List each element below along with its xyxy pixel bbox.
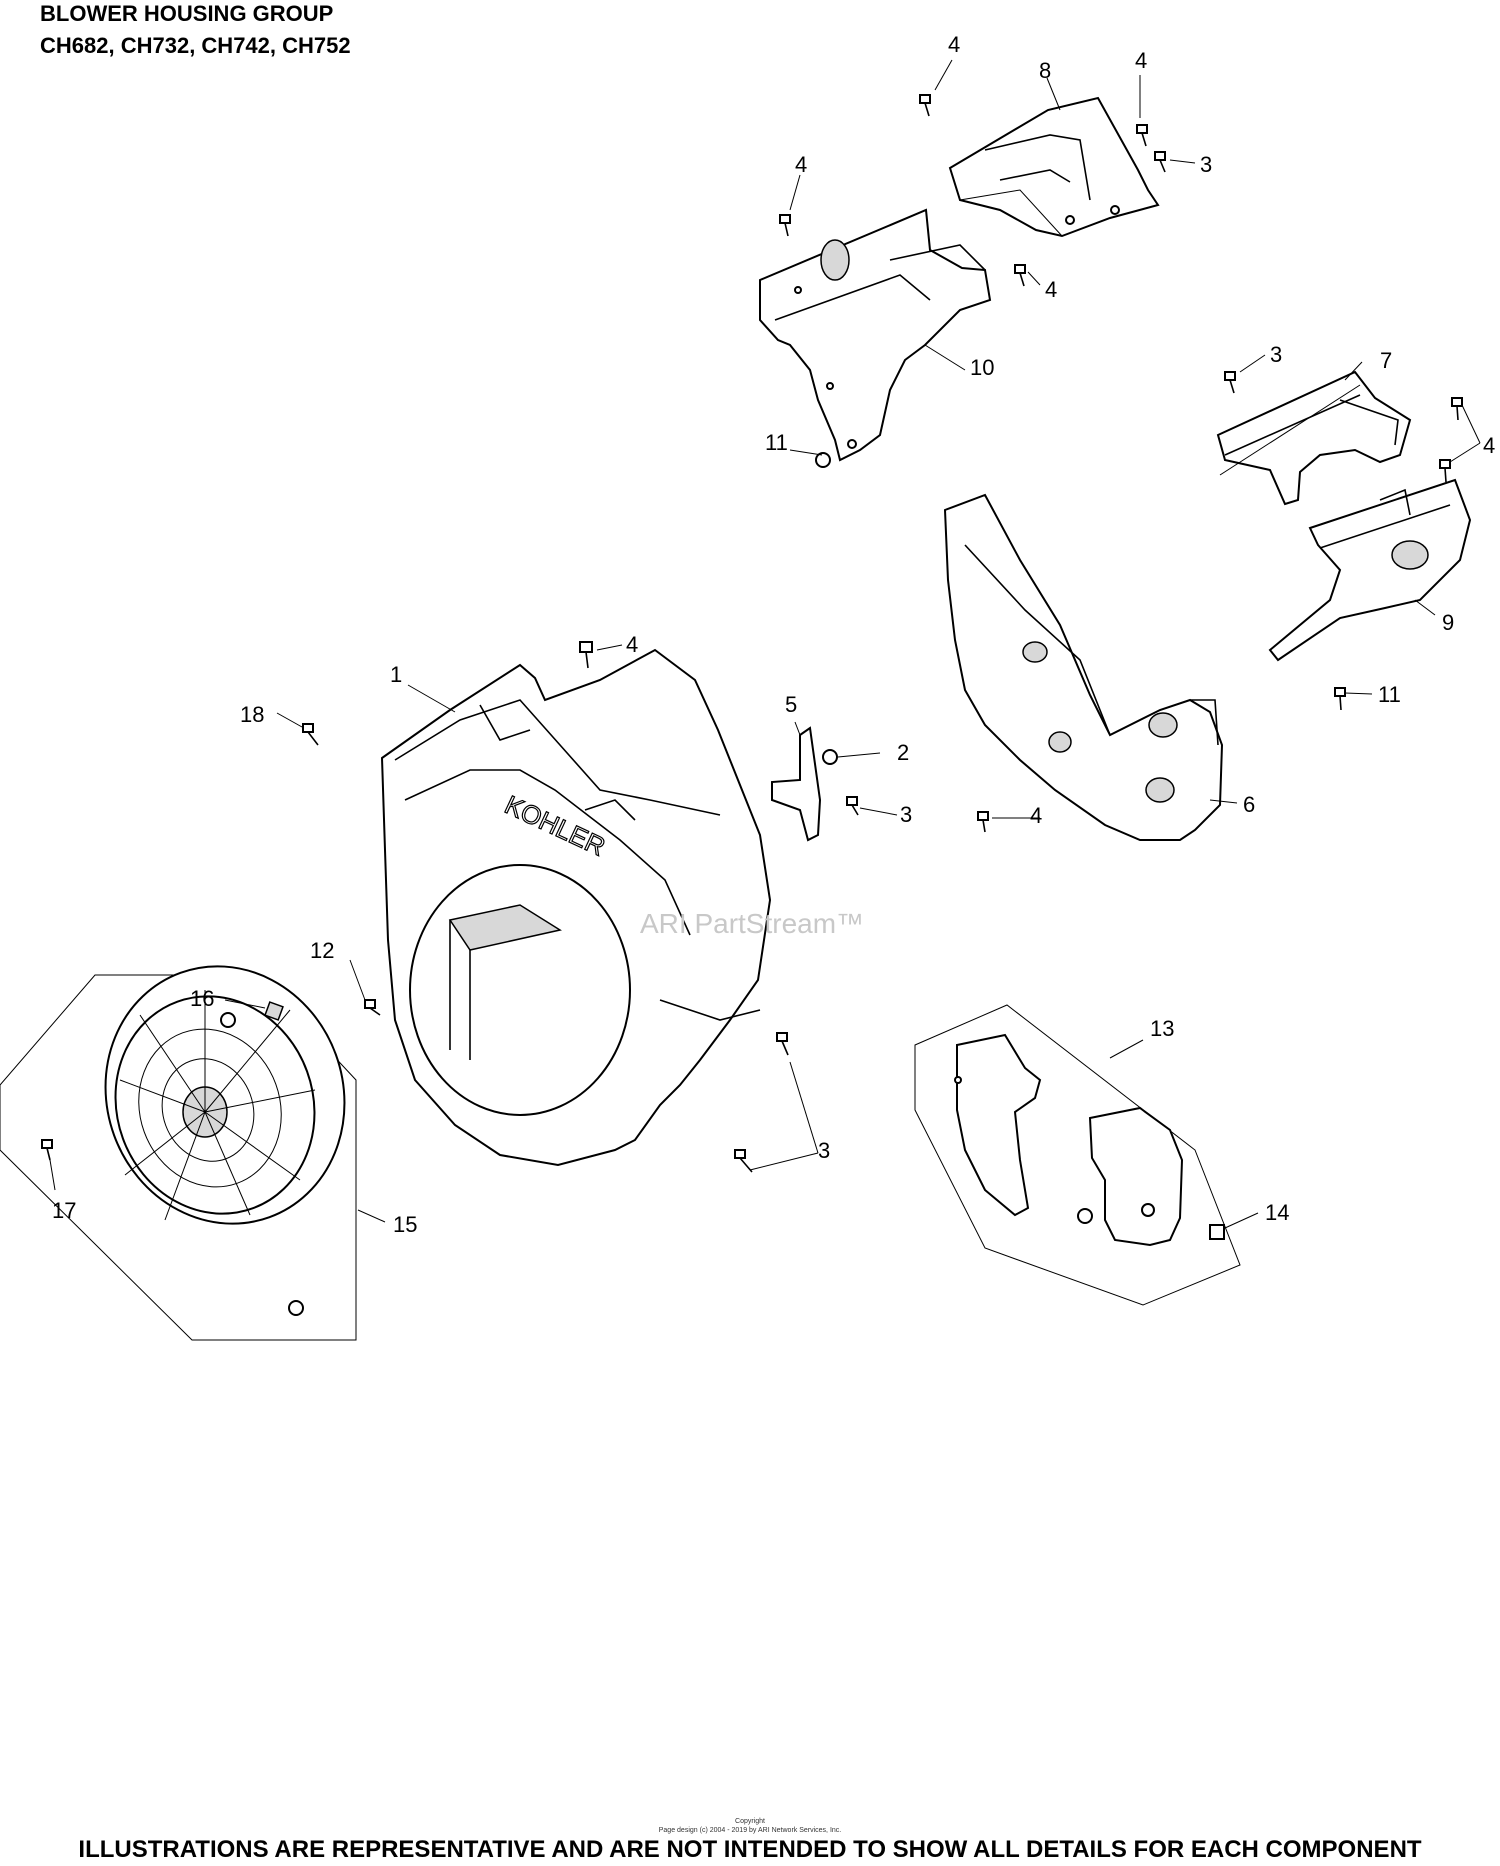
part-9-lower-baffle bbox=[1268, 478, 1472, 662]
callout-5: 5 bbox=[785, 692, 797, 717]
screw bbox=[734, 1149, 753, 1173]
callout-4: 4 bbox=[1135, 48, 1147, 73]
callout-16: 16 bbox=[190, 986, 214, 1011]
fasteners bbox=[41, 94, 1463, 1240]
screw bbox=[1014, 264, 1026, 287]
callout-3: 3 bbox=[1200, 152, 1212, 177]
leader-lines bbox=[49, 59, 1481, 1229]
nut bbox=[822, 749, 838, 765]
callout-7: 7 bbox=[1380, 348, 1392, 373]
copyright-line: Copyright bbox=[735, 1818, 765, 1825]
callout-3: 3 bbox=[900, 802, 912, 827]
callout-9: 9 bbox=[1442, 610, 1454, 635]
nut bbox=[264, 1001, 284, 1021]
screw bbox=[1136, 124, 1148, 147]
callout-4: 4 bbox=[948, 32, 960, 57]
callout-4: 4 bbox=[1045, 277, 1057, 302]
screw bbox=[364, 999, 381, 1016]
callout-17: 17 bbox=[52, 1198, 76, 1223]
part-1-blower-housing: KOHLER bbox=[380, 648, 772, 1167]
callout-1: 1 bbox=[390, 662, 402, 687]
screw bbox=[779, 214, 791, 237]
screw bbox=[977, 811, 989, 833]
disclaimer-footer: ILLUSTRATIONS ARE REPRESENTATIVE AND ARE… bbox=[78, 1836, 1422, 1863]
screw bbox=[919, 94, 931, 117]
callout-18: 18 bbox=[240, 702, 264, 727]
part-13-gaskets bbox=[914, 1004, 1241, 1306]
copyright-notice: Page design (c) 2004 - 2019 by ARI Netwo… bbox=[658, 1827, 842, 1834]
part-10-side-baffle bbox=[759, 208, 992, 462]
callout-12: 12 bbox=[310, 938, 334, 963]
part-5-bracket bbox=[771, 726, 822, 842]
watermark: ARI PartStream™ bbox=[640, 908, 865, 939]
screw bbox=[302, 723, 319, 746]
callout-14: 14 bbox=[1265, 1200, 1289, 1225]
diagram-title: BLOWER HOUSING GROUP bbox=[40, 1, 334, 26]
nut bbox=[1077, 1208, 1093, 1224]
callout-15: 15 bbox=[393, 1212, 417, 1237]
screw bbox=[1451, 397, 1463, 421]
screw bbox=[579, 641, 593, 669]
callout-6: 6 bbox=[1243, 792, 1255, 817]
screw bbox=[776, 1032, 789, 1056]
callout-10: 10 bbox=[970, 355, 994, 380]
part-6-rear-shroud bbox=[943, 493, 1224, 841]
callout-11: 11 bbox=[765, 430, 788, 455]
screw bbox=[1224, 371, 1236, 394]
nut bbox=[1209, 1224, 1225, 1240]
callout-3: 3 bbox=[818, 1138, 830, 1163]
callout-3: 3 bbox=[1270, 342, 1282, 367]
part-8-upper-baffle bbox=[948, 96, 1160, 238]
callout-4: 4 bbox=[626, 632, 638, 657]
screw bbox=[1334, 687, 1346, 711]
screw bbox=[1154, 151, 1166, 173]
callout-4: 4 bbox=[795, 152, 807, 177]
part-15-grille bbox=[0, 965, 357, 1341]
callout-11: 11 bbox=[1378, 682, 1401, 707]
screw bbox=[41, 1139, 53, 1161]
screw bbox=[1439, 459, 1451, 483]
callout-8: 8 bbox=[1039, 58, 1051, 83]
part-7-top-baffle bbox=[1216, 370, 1412, 506]
nut bbox=[815, 452, 831, 468]
callout-4: 4 bbox=[1030, 803, 1042, 828]
screw bbox=[846, 796, 859, 816]
callout-13: 13 bbox=[1150, 1016, 1174, 1041]
callout-2: 2 bbox=[897, 740, 909, 765]
callout-labels: 1 2 3 3 3 3 4 4 4 4 4 4 4 5 6 7 8 9 10 1… bbox=[52, 32, 1495, 1237]
model-list: CH682, CH732, CH742, CH752 bbox=[40, 33, 351, 58]
callout-4: 4 bbox=[1483, 433, 1495, 458]
